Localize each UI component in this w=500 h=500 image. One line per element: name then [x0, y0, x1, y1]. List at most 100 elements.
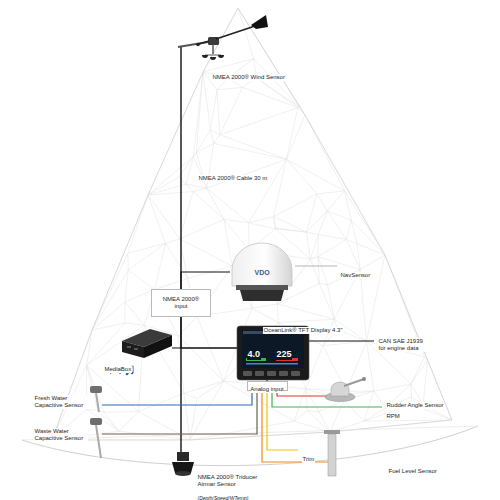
text-holder: VDO — [254, 261, 270, 279]
rudder-sensor-arm — [362, 377, 366, 381]
triducer-sensor: NMEA 2000® Triducer Airmar Sensor(Depth/… — [172, 452, 194, 476]
cable-connector — [102, 391, 257, 434]
cable-connector — [180, 64, 181, 289]
cable-label: NMEA 2000® Cable 30 m — [198, 175, 268, 182]
box-label: NMEA 2000® input — [158, 296, 204, 310]
tank-sensor: Fresh Water Capacitive Sensor — [90, 386, 102, 412]
display-housing — [237, 326, 309, 380]
rudder-sensor-arm — [344, 379, 364, 386]
sail-mesh — [52, 8, 452, 440]
display-button — [243, 371, 252, 376]
text-holder: Rudder Angle Sensor — [386, 393, 444, 411]
text-holder: NavSensor — [340, 263, 371, 281]
probe-rod — [96, 425, 101, 458]
anemometer-cup — [210, 57, 216, 60]
wind-vane-arm — [216, 26, 255, 39]
text-holder: Waste Water Capacitive Sensor — [34, 426, 88, 444]
mast-stub — [180, 46, 181, 64]
rudder-sensor: Rudder Angle Sensor — [326, 384, 354, 400]
media-box: MediaBox — [122, 328, 172, 358]
text-holder: MediaBox — [104, 357, 132, 375]
device-label: NMEA 2000® Triducer Airmar Sensor — [197, 474, 263, 488]
vane-counterweight — [199, 41, 209, 44]
box-label: Analog input — [250, 386, 284, 393]
mediabox-port — [134, 348, 138, 350]
trim-wire — [267, 384, 298, 450]
mediabox-port — [127, 346, 131, 348]
signal-label: Trim — [302, 456, 315, 463]
triducer-stem — [177, 452, 189, 461]
text-holder: Analog input — [250, 377, 284, 395]
text-holder: NMEA 2000® Triducer Airmar Sensor — [197, 472, 263, 490]
gps-dome — [232, 243, 292, 286]
dome-base — [240, 290, 284, 301]
input-box: Analog input — [247, 381, 288, 391]
rpm-wire — [272, 384, 382, 407]
cable-connector — [102, 391, 252, 405]
fuel-sensor-flange — [324, 430, 340, 434]
device-label: Fresh Water Capacitive Sensor — [34, 395, 88, 409]
mediabox-side — [144, 335, 172, 358]
device-label: Fuel Level Sensor — [388, 468, 437, 475]
display-button — [267, 371, 276, 376]
display-button — [291, 371, 300, 376]
cable-connector — [172, 347, 237, 348]
device-label: Rudder Angle Sensor — [386, 402, 444, 409]
display-screen — [242, 330, 304, 368]
dome-ring — [236, 285, 288, 290]
mediabox-front — [122, 341, 144, 358]
probe-head — [90, 386, 102, 393]
cable-connector — [181, 272, 230, 289]
anemometer-stem — [212, 45, 213, 54]
sail-outline — [52, 8, 452, 440]
text-holder: Fuel Level Sensor — [388, 459, 437, 477]
text-holder: Trim — [302, 447, 315, 465]
wind-vane-fin — [251, 15, 268, 29]
text-holder: OceanLink® TFT Display 4.3" — [263, 318, 343, 336]
display-button — [279, 371, 288, 376]
text-holder: (Depth/Speed/WTemp) — [197, 486, 249, 500]
text-holder: Fresh Water Capacitive Sensor — [34, 393, 88, 411]
text-holder: 4.0 — [247, 343, 261, 361]
tank-sensor: Waste Water Capacitive Sensor — [90, 418, 102, 458]
device-label: NMEA 2000® Wind Sensor — [212, 74, 285, 81]
display-button — [255, 371, 264, 376]
signal-label: CAN SAE J1939 for engine data — [378, 338, 426, 352]
probe-rod — [96, 393, 99, 412]
cable-connector — [180, 317, 181, 452]
device-label: Waste Water Capacitive Sensor — [34, 428, 88, 442]
hull-outline — [22, 426, 478, 466]
fuel-sensor: Fuel Level Sensor — [328, 430, 336, 476]
text-holder: NMEA 2000® input — [158, 294, 204, 312]
triducer-face — [175, 471, 191, 476]
brand-logo: VDO — [254, 269, 270, 277]
text-holder: 225 — [276, 343, 292, 361]
display-reading: 4.0 — [247, 349, 261, 360]
screen-bar — [246, 363, 298, 365]
text-holder: CAN SAE J1939 for engine data — [378, 336, 426, 354]
music-icon — [126, 373, 129, 376]
can-bus-wire — [309, 341, 374, 342]
deck-line — [22, 426, 478, 440]
device-label: OceanLink® TFT Display 4.3" — [263, 327, 343, 334]
leader-line — [295, 266, 337, 267]
cable-connector — [277, 391, 326, 396]
device-label: MediaBox — [104, 366, 132, 373]
probe-head — [90, 418, 102, 425]
rudder-sensor-body — [331, 382, 349, 396]
display-reading: 225 — [276, 349, 292, 360]
anemometer-cup — [218, 55, 224, 58]
device-subtitle: (Depth/Speed/WTemp) — [197, 496, 249, 500]
signal-label: RPM — [386, 413, 400, 420]
wind-sensor: NMEA 2000® Wind Sensor — [176, 18, 270, 64]
vane-counterweight — [196, 43, 200, 47]
input-box: NMEA 2000® input — [151, 289, 211, 317]
device-label: NavSensor — [340, 272, 371, 279]
cable-connector — [181, 317, 237, 348]
text-holder: NMEA 2000® Wind Sensor — [212, 65, 285, 83]
anemometer-cup — [202, 55, 208, 58]
text-holder: NMEA 2000® Cable 30 m — [198, 166, 268, 184]
fuel-sensor-tube — [328, 434, 336, 476]
